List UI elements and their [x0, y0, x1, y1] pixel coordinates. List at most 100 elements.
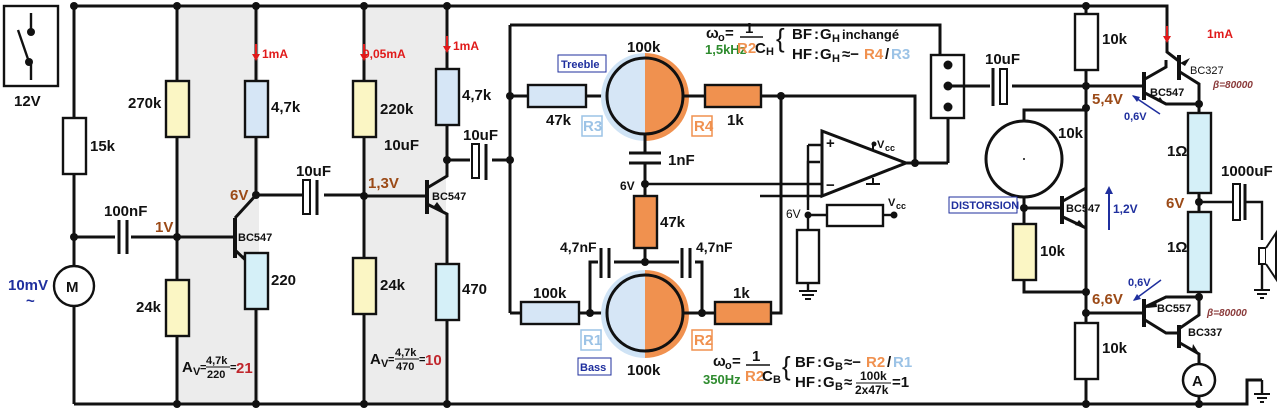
svg-text:B: B — [835, 361, 843, 373]
svg-text:R1: R1 — [893, 354, 912, 371]
svg-text:4,7k: 4,7k — [206, 355, 228, 367]
capacitor-4n7-right — [679, 248, 695, 278]
resistor-10k-bottom — [1073, 321, 1100, 381]
svg-text:220: 220 — [207, 369, 225, 381]
bass-frequency: 350Hz — [703, 372, 741, 387]
ammeter-icon[interactable]: A — [1181, 362, 1217, 398]
capacitor-10uF-3 — [990, 68, 1012, 106]
resistor-10k-top-label: 10k — [1102, 31, 1128, 48]
svg-text::: : — [814, 26, 819, 43]
vce-label: 1,2V — [1113, 202, 1138, 216]
stage1-gain-formula: A V = 4,7k 220 = 21 — [182, 355, 253, 381]
svg-text:A: A — [370, 351, 381, 368]
svg-text:C: C — [755, 40, 766, 57]
output-mid-voltage: 6V — [1166, 195, 1184, 212]
svg-text:H: H — [832, 33, 840, 45]
resistor-270k-label: 270k — [128, 95, 162, 112]
r3-tag: R3 — [583, 118, 602, 135]
svg-text:B: B — [773, 374, 781, 386]
capacitor-1000uF — [1232, 183, 1247, 221]
resistor-24k-stage2 — [351, 256, 378, 316]
microphone-icon[interactable]: M — [52, 264, 96, 308]
resistor-1k-r4 — [703, 83, 763, 109]
capacitor-100nF-label: 100nF — [104, 203, 147, 220]
beta-top: β=80000 — [1212, 80, 1253, 91]
opamp-bias-voltage: 6V — [786, 207, 801, 221]
resistor-10k-mid-label: 10k — [1040, 243, 1066, 260]
resistor-15k — [61, 116, 88, 176]
resistor-opamp-bias-bottom — [795, 228, 821, 285]
stage1-current: 1mA — [262, 47, 288, 61]
resistor-1ohm-top-label: 1Ω — [1167, 143, 1187, 160]
treble-potentiometer[interactable] — [601, 53, 689, 141]
svg-text:A: A — [182, 359, 193, 376]
resistor-15k-label: 15k — [90, 138, 116, 155]
svg-text:=: = — [230, 362, 236, 374]
ac-symbol: ~ — [26, 293, 35, 310]
capacitor-10uF-2 — [470, 143, 492, 180]
svg-text:4,7k: 4,7k — [395, 347, 417, 359]
svg-text:=: = — [732, 353, 741, 370]
treble-frequency: 1,5kHz — [705, 42, 747, 57]
svg-text:V: V — [877, 139, 885, 151]
supply-label: 12V — [14, 93, 41, 110]
capacitor-10uF-1-label: 10uF — [296, 163, 331, 180]
svg-text:ω: ω — [706, 25, 719, 42]
resistor-4k7-stage2 — [434, 67, 461, 127]
distortion-potentiometer[interactable] — [984, 119, 1064, 199]
capacitor-1000uF-label: 1000uF — [1221, 163, 1273, 180]
resistor-opamp-bias-top — [825, 203, 885, 228]
resistor-220-label: 220 — [271, 272, 296, 289]
svg-text:100k: 100k — [860, 369, 887, 383]
resistor-47k-mid-label: 47k — [660, 214, 686, 231]
selector-switch[interactable] — [929, 53, 966, 120]
resistor-220k — [351, 79, 378, 139]
transistor-q2-label: BC547 — [432, 191, 466, 203]
resistor-470 — [434, 262, 461, 322]
capacitor-4n7-right-label: 4,7nF — [696, 239, 733, 255]
resistor-r3-value: 47k — [546, 112, 572, 129]
resistor-r2-value: 1k — [733, 285, 750, 302]
distortion-badge: DISTORSION — [951, 200, 1019, 212]
svg-text:V: V — [381, 358, 389, 370]
stage2-collector-current: 1mA — [453, 39, 479, 53]
switch-icon[interactable] — [2, 4, 60, 88]
svg-text:o: o — [718, 32, 725, 44]
bass-potentiometer[interactable] — [601, 270, 689, 358]
node-bottom-voltage: 6,6V — [1092, 291, 1123, 308]
svg-text:R3: R3 — [891, 46, 910, 63]
vbe-top: 0,6V — [1124, 111, 1147, 123]
resistor-4k7-stage1 — [243, 79, 270, 139]
resistor-10k-bottom-label: 10k — [1102, 340, 1128, 357]
stage1-base-voltage: 1V — [155, 219, 173, 236]
distortion-pot-value: 10k — [1058, 125, 1084, 142]
svg-text:G: G — [823, 374, 835, 391]
vbe-bottom: 0,6V — [1128, 277, 1151, 289]
svg-text:BF: BF — [792, 26, 812, 43]
svg-text:1: 1 — [752, 348, 760, 365]
resistor-1ohm-bottom-label: 1Ω — [1167, 239, 1187, 256]
transistor-q1-label: BC547 — [238, 232, 272, 244]
bass-formula: ω o = 1 R2 C B { BF : G B ≈− R2 / R1 HF … — [713, 348, 912, 397]
svg-text:cc: cc — [896, 201, 906, 211]
svg-text:=: = — [200, 362, 206, 374]
bass-badge: Bass — [580, 362, 606, 374]
svg-text::: : — [817, 354, 822, 371]
svg-text:HF: HF — [795, 374, 815, 391]
stage2-extra-label: 10uF — [384, 137, 419, 154]
ground-icon — [799, 283, 817, 300]
r2-tag: R2 — [694, 332, 713, 349]
svg-text:/: / — [885, 46, 890, 63]
r1-tag: R1 — [583, 332, 602, 349]
svg-text:B: B — [835, 381, 843, 393]
svg-text:R2: R2 — [745, 368, 764, 385]
capacitor-1nF-label: 1nF — [668, 152, 695, 169]
svg-text:H: H — [766, 46, 774, 58]
beta-bottom: β=80000 — [1206, 308, 1247, 319]
resistor-220k-label: 220k — [380, 101, 414, 118]
svg-text:≈: ≈ — [844, 374, 852, 391]
bass-pot-value: 100k — [627, 362, 661, 379]
resistor-47k-r3 — [526, 83, 588, 109]
resistor-4k7-stage2-label: 4,7k — [462, 87, 492, 104]
mid-node-voltage: 6V — [620, 179, 635, 193]
